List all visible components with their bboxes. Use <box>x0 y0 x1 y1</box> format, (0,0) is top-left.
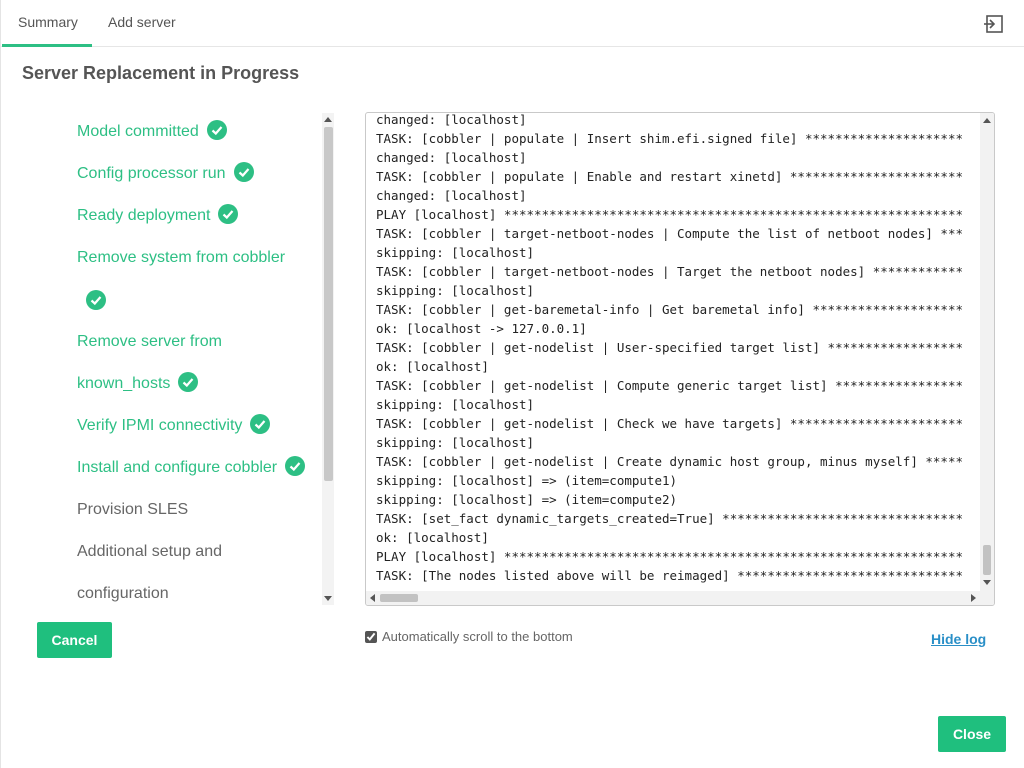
step-install-and-configure-cobbler: Install and configure cobbler <box>77 456 306 478</box>
step-additional-setup-line2: configuration <box>77 584 169 604</box>
log-line: skipping: [localhost] => (item=compute1) <box>376 473 678 488</box>
log-line: TASK: [set_fact dynamic_targets_created=… <box>376 511 963 526</box>
step-label-line1: Remove server from <box>77 333 222 350</box>
log-line: skipping: [localhost] <box>376 245 535 260</box>
scroll-up-arrow-icon[interactable] <box>983 118 991 123</box>
scroll-right-arrow-icon[interactable] <box>971 594 976 602</box>
step-additional-setup: Additional setup and <box>77 542 222 562</box>
exit-icon[interactable] <box>983 13 1005 35</box>
log-text: changed: [localhost] TASK: [cobbler | pop… <box>376 112 980 590</box>
log-line: TASK: [cobbler | get-nodelist | Create d… <box>376 454 963 469</box>
scrollbar-thumb[interactable] <box>324 127 333 481</box>
step-label-line2: configuration <box>77 585 169 602</box>
check-circle-icon <box>285 456 306 477</box>
hide-log-link[interactable]: Hide log <box>931 631 987 647</box>
scrollbar-thumb[interactable] <box>380 594 418 602</box>
log-vertical-scrollbar[interactable] <box>980 113 994 591</box>
cancel-button[interactable]: Cancel <box>37 622 112 658</box>
step-label: Config processor run <box>77 165 226 182</box>
tab-add-server[interactable]: Add server <box>108 14 176 30</box>
check-circle-icon <box>178 372 199 393</box>
log-line: ok: [localhost] <box>376 530 489 545</box>
log-output[interactable]: changed: [localhost] TASK: [cobbler | pop… <box>365 112 995 606</box>
log-line: skipping: [localhost] <box>376 283 535 298</box>
scroll-up-arrow-icon[interactable] <box>324 117 332 122</box>
page-title: Server Replacement in Progress <box>22 63 300 83</box>
step-label: Model committed <box>77 123 199 140</box>
step-label: Provision SLES <box>77 501 189 518</box>
step-label-line1: Additional setup and <box>77 543 222 560</box>
step-remove-system-from-cobbler: Remove system from cobbler <box>77 248 285 268</box>
log-line: TASK: [cobbler | get-nodelist | Check we… <box>376 416 963 431</box>
log-line: TASK: [cobbler | populate | Enable and r… <box>376 169 963 184</box>
step-remove-server-from-known-hosts-line2: known_hosts <box>77 372 199 394</box>
log-line: TASK: [cobbler | target-netboot-nodes | … <box>376 226 963 241</box>
log-line: TASK: [cobbler | populate | Insert shim.… <box>376 131 963 146</box>
log-line: PLAY [localhost] ***********************… <box>376 207 963 222</box>
log-line: skipping: [localhost] <box>376 435 535 450</box>
step-label-line2: known_hosts <box>77 375 171 392</box>
log-line: PLAY [localhost] ***********************… <box>376 549 963 564</box>
scrollbar-thumb[interactable] <box>983 545 991 575</box>
log-horizontal-scrollbar[interactable] <box>366 591 994 605</box>
step-verify-ipmi-connectivity: Verify IPMI connectivity <box>77 414 271 436</box>
tab-summary[interactable]: Summary <box>2 0 92 47</box>
log-line: skipping: [localhost] => (item=compute2) <box>376 492 678 507</box>
step-ready-deployment: Ready deployment <box>77 204 239 226</box>
autoscroll-label: Automatically scroll to the bottom <box>382 629 573 644</box>
log-line: ok: [localhost] <box>376 359 489 374</box>
step-label: Ready deployment <box>77 207 211 224</box>
step-label: Verify IPMI connectivity <box>77 417 243 434</box>
step-provision-sles: Provision SLES <box>77 500 188 520</box>
log-line: TASK: [cobbler | target-netboot-nodes | … <box>376 264 963 279</box>
check-circle-icon <box>218 204 239 225</box>
log-line: ok: [localhost -> 127.0.0.1] <box>376 321 587 336</box>
check-circle-icon <box>250 414 271 435</box>
tab-bar: Summary Add server <box>1 0 1024 47</box>
steps-list: Model committed Config processor run Rea… <box>21 113 321 605</box>
scroll-down-arrow-icon[interactable] <box>983 580 991 585</box>
log-line: TASK: [cobbler | get-baremetal-info | Ge… <box>376 302 963 317</box>
log-line: TASK: [cobbler | get-nodelist | Compute … <box>376 378 963 393</box>
log-line: skipping: [localhost] <box>376 397 535 412</box>
log-line: changed: [localhost] <box>376 188 527 203</box>
check-circle-icon <box>86 290 106 310</box>
check-circle-icon <box>233 162 254 183</box>
log-line: changed: [localhost] <box>376 112 527 127</box>
step-label: Install and configure cobbler <box>77 459 278 476</box>
step-remove-server-from-known-hosts: Remove server from <box>77 332 222 352</box>
autoscroll-checkbox[interactable] <box>365 630 377 643</box>
scroll-left-arrow-icon[interactable] <box>370 594 375 602</box>
step-config-processor-run: Config processor run <box>77 162 254 184</box>
scroll-down-arrow-icon[interactable] <box>324 596 332 601</box>
check-circle-icon <box>206 120 227 141</box>
step-model-committed: Model committed <box>77 120 227 142</box>
log-line: TASK: [The nodes listed above will be re… <box>376 568 963 583</box>
close-button[interactable]: Close <box>938 716 1006 752</box>
steps-scrollbar[interactable] <box>322 113 334 605</box>
step-label: Remove system from cobbler <box>77 249 286 266</box>
autoscroll-option[interactable]: Automatically scroll to the bottom <box>365 629 573 644</box>
log-line: TASK: [cobbler | get-nodelist | User-spe… <box>376 340 963 355</box>
log-line: changed: [localhost] <box>376 150 527 165</box>
